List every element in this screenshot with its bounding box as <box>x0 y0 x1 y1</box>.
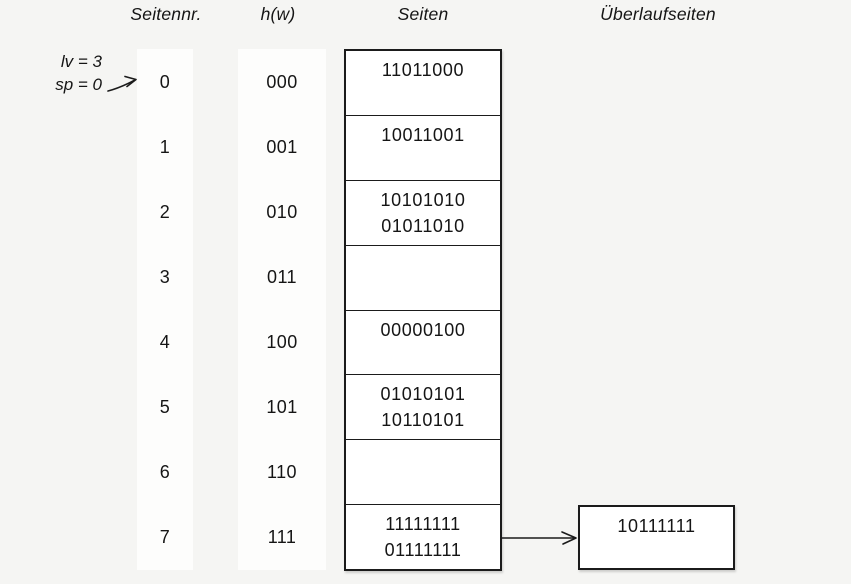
header-page-number: Seitennr. <box>130 4 202 24</box>
header-pages: Seiten <box>397 4 449 24</box>
bucket-entry: 01010101 <box>380 384 466 405</box>
page-number-0: 0 <box>159 72 171 92</box>
page-number-1: 1 <box>159 137 171 157</box>
state-sp: sp = 0 <box>55 75 102 94</box>
page-number-7: 7 <box>159 527 171 547</box>
bucket-entry: 00000100 <box>380 319 466 340</box>
page-number-4: 4 <box>159 332 171 352</box>
bucket-entry <box>346 252 500 278</box>
bucket-entry <box>346 446 500 472</box>
page-bucket-6 <box>346 440 500 506</box>
page-number-6: 6 <box>159 462 171 482</box>
state-lv: lv = 3 <box>60 52 102 71</box>
page-number-5: 5 <box>159 397 171 417</box>
bucket-entry: 11111111 <box>385 514 461 535</box>
bucket-entry: 10011001 <box>381 124 465 145</box>
sp-pointer-arrow-icon <box>107 75 137 92</box>
bucket-entry: 10110101 <box>381 410 465 431</box>
bucket-entry <box>346 148 500 174</box>
header-hash-function: h(w) <box>260 4 296 24</box>
bucket-entry <box>346 278 500 304</box>
page-bucket-0: 11011000 <box>346 51 500 116</box>
bucket-entry: 01111111 <box>384 540 462 561</box>
hash-value-7: 111 <box>267 527 297 547</box>
hash-value-6: 110 <box>267 462 297 482</box>
bucket-entry: 10101010 <box>380 189 466 210</box>
bucket-entry <box>346 83 500 109</box>
page-bucket-2: 10101010 01011010 <box>346 181 500 246</box>
hash-column-band <box>238 49 326 570</box>
overflow-entry <box>580 539 733 565</box>
page-number-3: 3 <box>159 267 171 287</box>
header-overflow-pages: Überlaufseiten <box>600 4 716 24</box>
hash-value-0: 000 <box>266 72 298 92</box>
overflow-page-box: 10111111 <box>578 505 735 570</box>
page-bucket-7: 11111111 01111111 <box>346 505 500 569</box>
state-annotation: lv = 3 sp = 0 <box>28 50 102 96</box>
page-bucket-3 <box>346 246 500 311</box>
hash-value-2: 010 <box>266 202 298 222</box>
page-bucket-5: 01010101 10110101 <box>346 375 500 441</box>
hash-value-1: 001 <box>266 137 298 157</box>
bucket-entry: 11011000 <box>381 60 465 80</box>
page-number-column-band <box>137 49 193 570</box>
bucket-entry <box>346 472 500 498</box>
page-bucket-1: 10011001 <box>346 116 500 181</box>
hash-value-3: 011 <box>267 267 297 287</box>
hash-value-5: 101 <box>266 397 298 417</box>
pages-column: 11011000 10011001 10101010 01011010 0000… <box>344 49 502 571</box>
page-number-2: 2 <box>159 202 171 222</box>
overflow-link-arrow-icon <box>501 531 577 545</box>
bucket-entry <box>346 343 500 369</box>
page-bucket-4: 00000100 <box>346 311 500 376</box>
hash-value-4: 100 <box>266 332 298 352</box>
bucket-entry: 01011010 <box>381 215 465 236</box>
overflow-entry: 10111111 <box>617 516 696 536</box>
